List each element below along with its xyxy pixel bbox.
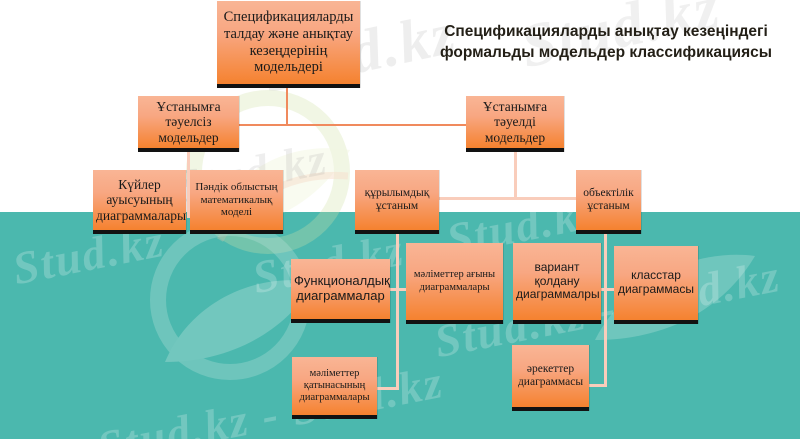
connector-structural-to-dataflow bbox=[396, 288, 414, 291]
node-root-label: Спецификацияларды талдау және анықтау ке… bbox=[223, 9, 354, 76]
node-label: Күйлер ауысуының диаграммалары bbox=[96, 176, 187, 223]
node-label: құрылымдық ұстаным bbox=[364, 186, 430, 212]
node-label: вариант қолдану диаграммалры bbox=[516, 259, 600, 302]
connector-structural-down bbox=[396, 234, 399, 390]
node-label: мәліметтер ағыны диаграммалары bbox=[413, 269, 496, 293]
node-use-case-diagrams[interactable]: вариант қолдану диаграммалры bbox=[513, 243, 601, 324]
connector-structural-to-relations bbox=[376, 387, 398, 390]
node-position-dependent-models[interactable]: Ұстанымға тәуелді модельдер bbox=[466, 96, 564, 152]
page-title: Спецификацияларды анықтау кезеңіндегі фо… bbox=[440, 23, 772, 61]
node-root[interactable]: Спецификацияларды талдау және анықтау ке… bbox=[217, 1, 360, 88]
node-label: объектілік ұстаным bbox=[583, 186, 634, 212]
node-label: класстар диаграммасы bbox=[618, 268, 694, 296]
node-label: мәліметтер қатынасының диаграммалары bbox=[299, 367, 370, 404]
node-position-independent-models[interactable]: Ұстанымға тәуелсіз модельдер bbox=[138, 96, 239, 152]
connector-right-branch-down bbox=[514, 152, 517, 198]
node-data-relation-diagrams[interactable]: мәліметтер қатынасының диаграммалары bbox=[292, 357, 377, 419]
connector-left-branch-down bbox=[187, 152, 190, 218]
connector-level2-bus bbox=[188, 124, 518, 126]
node-object-approach[interactable]: объектілік ұстаным bbox=[576, 170, 641, 234]
node-functional-diagrams[interactable]: Функционалдық диаграммалар bbox=[291, 259, 390, 323]
connector-object-to-activity bbox=[588, 384, 607, 387]
connector-structural-to-func bbox=[380, 288, 400, 291]
node-state-transition-diagrams[interactable]: Күйлер ауысуының диаграммалары bbox=[93, 170, 186, 234]
connector-right-branch-bus bbox=[398, 197, 620, 200]
node-domain-math-model[interactable]: Пәндік облыстың математикалық моделі bbox=[190, 170, 283, 234]
node-label: Пәндік облыстың математикалық моделі bbox=[195, 181, 278, 219]
connector-object-to-class bbox=[604, 288, 622, 291]
node-activity-diagrams[interactable]: әрекеттер диаграммасы bbox=[512, 345, 589, 411]
node-data-flow-diagrams[interactable]: мәліметтер ағыны диаграммалары bbox=[406, 243, 503, 324]
node-label: Ұстанымға тәуелді модельдер bbox=[482, 98, 548, 145]
connector-root-down bbox=[286, 88, 288, 125]
node-structural-approach[interactable]: құрылымдық ұстаным bbox=[355, 170, 439, 234]
connector-object-down bbox=[604, 234, 607, 386]
node-class-diagrams[interactable]: класстар диаграммасы bbox=[614, 246, 698, 324]
node-label: әрекеттер диаграммасы bbox=[517, 362, 584, 388]
node-label: Функционалдық диаграммалар bbox=[294, 273, 390, 303]
node-label: Ұстанымға тәуелсіз модельдер bbox=[156, 98, 221, 145]
